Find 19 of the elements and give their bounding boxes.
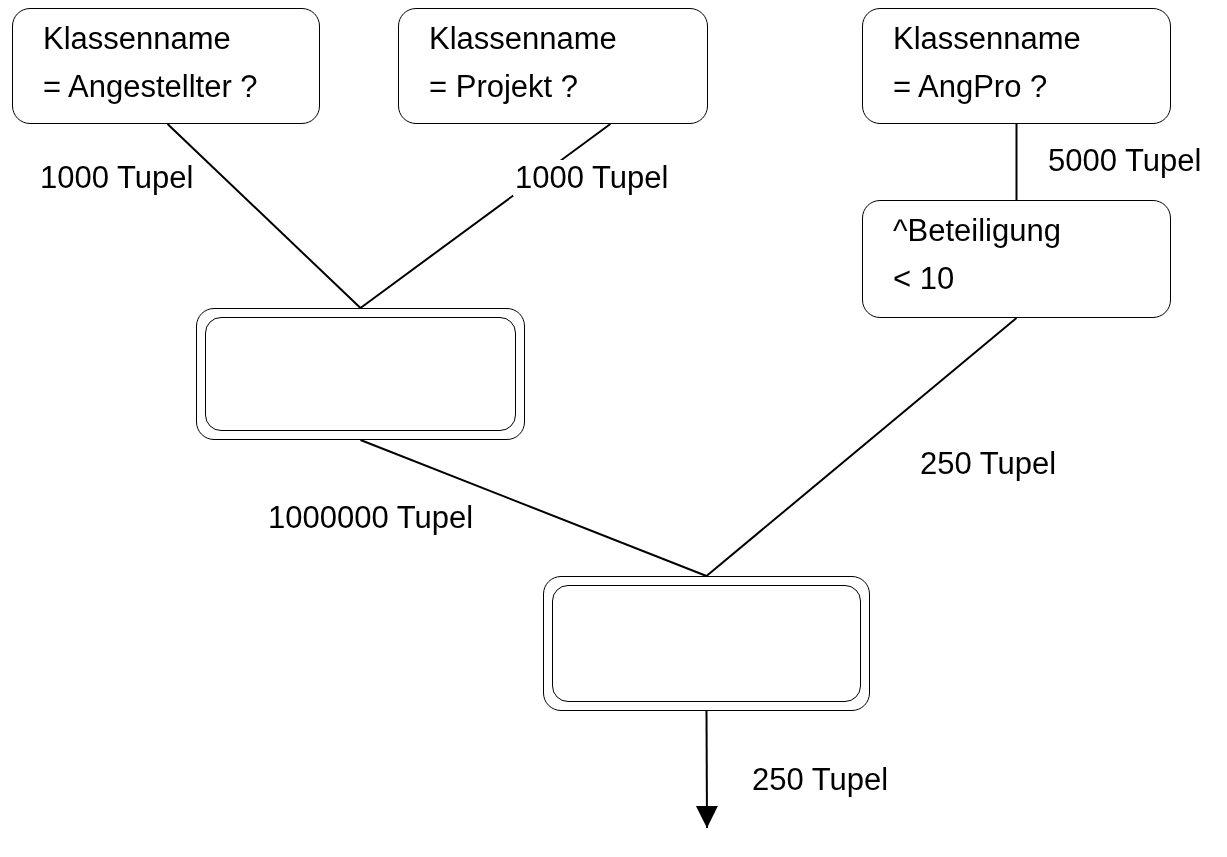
condition-text: ^Beteiligung xyxy=(893,213,1061,249)
condition-value: = AngPro ? xyxy=(893,69,1048,105)
condition-value: = Angestellter ? xyxy=(43,69,258,105)
condition-box xyxy=(398,8,708,124)
connector-line xyxy=(166,123,362,309)
connector-line xyxy=(705,317,1018,577)
operator-box xyxy=(543,576,870,711)
condition-text: Klassenname xyxy=(893,21,1081,57)
condition-text: Klassenname xyxy=(429,21,617,57)
condition-value: = Projekt ? xyxy=(429,69,579,105)
arrow xyxy=(695,710,718,829)
condition-box xyxy=(862,8,1171,124)
condition-text: Klassenname xyxy=(43,21,231,57)
condition-box xyxy=(12,8,320,124)
connector-line xyxy=(359,439,708,577)
connector-line xyxy=(1015,123,1018,201)
condition-box xyxy=(862,200,1171,318)
operator-box xyxy=(196,308,525,440)
condition-value: < 10 xyxy=(893,261,955,297)
